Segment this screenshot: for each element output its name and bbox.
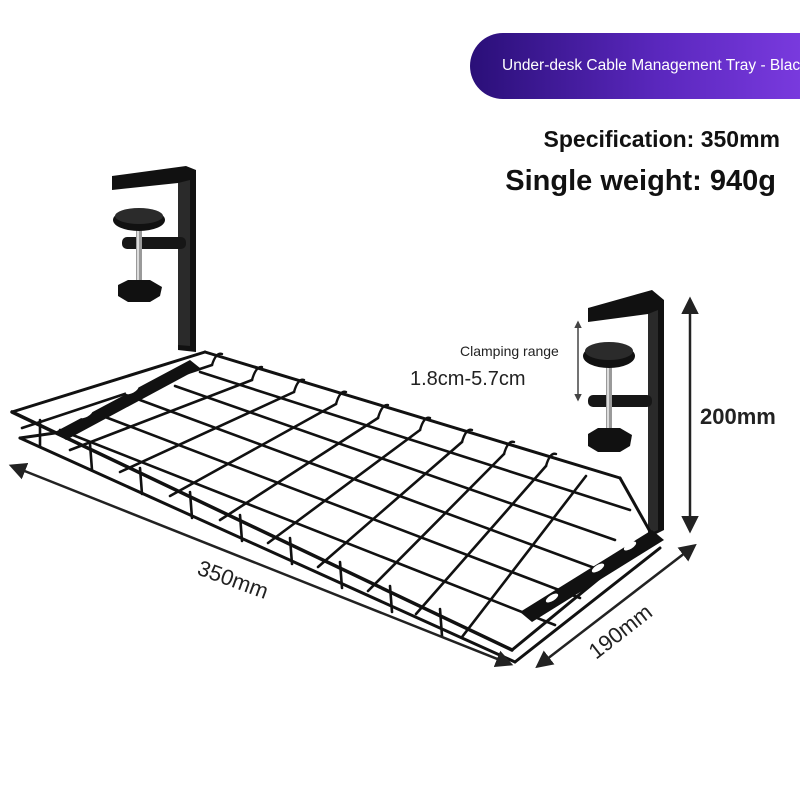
- clamping-range-label: Clamping range: [460, 343, 559, 359]
- length-label: 350mm: [194, 555, 271, 604]
- clamping-range-value: 1.8cm-5.7cm: [410, 368, 526, 390]
- title-banner: Under-desk Cable Management Tray - Black: [470, 33, 800, 99]
- right-bracket: [588, 290, 664, 538]
- height-label: 200mm: [700, 404, 776, 429]
- right-clamp-plate: [588, 395, 652, 407]
- depth-dimension-arrow: [535, 543, 697, 669]
- length-dimension-arrow: [8, 463, 514, 667]
- specification-text: Specification: 350mm: [543, 126, 780, 152]
- right-knob: [583, 342, 635, 452]
- product-title: Under-desk Cable Management Tray - Black: [502, 57, 800, 74]
- weight-text: Single weight: 940g: [505, 165, 776, 197]
- left-bracket: [112, 166, 196, 352]
- wire-tray: [10, 350, 662, 664]
- depth-label: 190mm: [584, 599, 657, 664]
- left-mount-plate: [55, 360, 200, 440]
- left-clamp-plate: [122, 237, 186, 249]
- left-knob: [113, 208, 165, 302]
